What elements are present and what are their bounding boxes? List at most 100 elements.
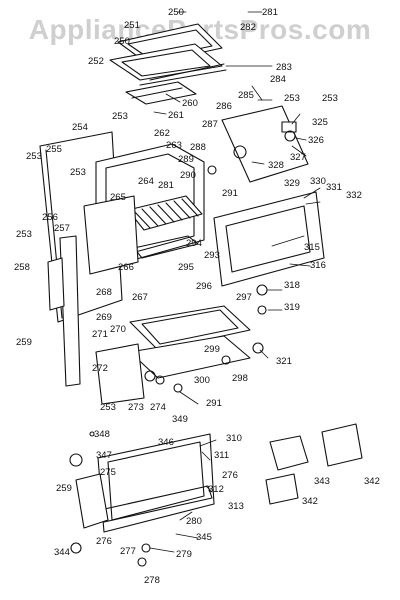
callout-289: 289 [178,154,194,165]
thermostat-326 [284,130,296,142]
bracket-260-lip [131,87,183,99]
callout-257: 257 [54,223,70,234]
bracket-342b [265,473,299,505]
callout-343: 343 [314,476,330,487]
callout-330: 330 [310,176,326,187]
callout-311: 311 [214,450,229,461]
bracket-260 [125,81,197,105]
callout-266: 266 [118,262,134,273]
callout-268: 268 [96,287,112,298]
callout-293: 293 [204,250,220,261]
callout-250a: 250 [168,7,184,18]
callout-253b: 253 [284,93,300,104]
broiler-drawer-296 [129,305,251,351]
knob-318 [256,284,268,296]
callout-294: 294 [186,238,202,249]
callout-313: 313 [228,501,244,512]
callout-252: 252 [88,56,104,67]
broiler-drawer-inner [141,309,239,345]
vent-frame-252 [109,43,223,81]
door-inner-panel-266 [83,195,139,275]
callout-250b: 250 [114,36,130,47]
callout-328: 328 [268,160,284,171]
vent-frame-252-inner [121,49,211,77]
callout-276a: 276 [222,470,238,481]
foot-278 [137,557,147,567]
callout-265: 265 [110,192,126,203]
callout-329: 329 [284,178,300,189]
back-panel-port-288 [233,145,247,159]
callout-253d: 253 [26,151,42,162]
callout-316: 316 [310,260,326,271]
terminal-block-325 [281,121,297,133]
screw-348 [89,431,95,437]
callout-251: 251 [124,20,140,31]
callout-259a: 259 [16,337,32,348]
callout-345: 345 [196,532,212,543]
callout-319: 319 [284,302,300,313]
callout-263: 263 [166,140,182,151]
back-panel-port-289 [207,165,217,175]
callout-310: 310 [226,433,242,444]
callout-332: 332 [346,190,362,201]
callout-259b: 259 [56,483,72,494]
cabinet-frame [39,105,325,405]
callout-282: 282 [240,22,256,33]
front-stile-259 [59,235,81,387]
callout-318: 318 [284,280,300,291]
callout-299: 299 [204,344,220,355]
callout-283: 283 [276,62,292,73]
callout-269: 269 [96,312,112,323]
callout-255: 255 [46,144,62,155]
knob-347 [69,453,83,467]
panel-342 [321,423,363,467]
back-panel-286 [221,105,309,183]
callout-272: 272 [92,363,108,374]
callout-326: 326 [308,135,324,146]
knob-319 [257,305,267,315]
callout-291b: 291 [206,398,222,409]
callout-273: 273 [128,402,144,413]
callout-297: 297 [236,292,252,303]
oven-door-329 [213,191,325,287]
callout-342b: 342 [302,496,318,507]
callout-288: 288 [190,142,206,153]
callout-274: 274 [150,402,166,413]
latch-274 [155,375,165,385]
callout-258: 258 [14,262,30,273]
callout-253g: 253 [100,402,116,413]
callout-270: 270 [110,324,126,335]
callout-325: 325 [312,117,328,128]
latch-273 [144,370,156,382]
callout-277: 277 [120,546,136,557]
callout-278: 278 [144,575,160,586]
callout-348: 348 [94,429,110,440]
callout-264: 264 [138,176,154,187]
callout-300: 300 [194,375,210,386]
foot-344 [70,542,82,554]
callout-260: 260 [182,98,198,109]
callout-labels: 250 250 251 281 282 283 252 260 261 253 … [14,7,380,586]
callout-286: 286 [216,101,232,112]
hinge-258 [47,257,65,311]
callout-344: 344 [54,547,70,558]
callout-331: 331 [326,182,342,193]
callout-285: 285 [238,90,254,101]
callout-275: 275 [100,467,116,478]
callout-327: 327 [290,152,306,163]
callout-271: 271 [92,329,108,340]
vent-rail-283 [149,63,225,81]
callout-312: 312 [208,484,224,495]
callout-296: 296 [196,281,212,292]
callout-262: 262 [154,128,170,139]
callout-287: 287 [202,119,218,130]
callout-315: 315 [304,242,320,253]
callout-256: 256 [42,212,58,223]
callout-267: 267 [132,292,148,303]
clip-277 [141,543,151,553]
callout-253f: 253 [16,229,32,240]
callout-276b: 276 [96,536,112,547]
callout-280: 280 [186,516,202,527]
callout-254: 254 [72,122,88,133]
